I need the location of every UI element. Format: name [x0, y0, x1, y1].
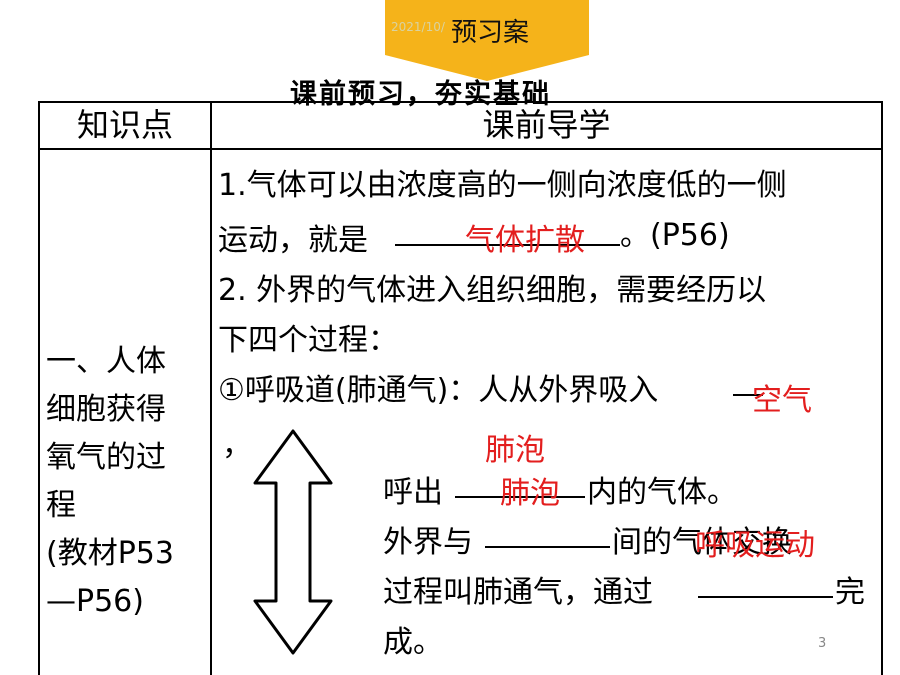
- blank-underline: [733, 394, 763, 396]
- section-subtitle: 课前预习，夯实基础: [290, 79, 551, 110]
- content-line-4: 下四个过程：: [218, 323, 398, 358]
- banner-title: 预习案: [450, 18, 529, 48]
- content-line-6b: 内的气体。: [587, 475, 737, 510]
- content-line-1: 1.气体可以由浓度高的一侧向浓度低的一侧: [218, 168, 787, 203]
- content-line-7a: 外界与: [383, 525, 473, 560]
- content-line-9: 成。: [383, 625, 443, 660]
- topic-line: (教材P53: [46, 536, 174, 571]
- table-header-divider: [38, 148, 883, 150]
- title-banner-tip: [385, 55, 589, 81]
- banner-date: 2021/10/: [391, 20, 445, 34]
- blank-underline: [395, 244, 620, 246]
- col-header-guide: 课前导学: [482, 106, 611, 144]
- comma: ，: [222, 428, 252, 463]
- table-column-divider: [210, 101, 212, 675]
- content-line-2b: 。(P56): [620, 218, 730, 253]
- topic-line: 程: [46, 488, 76, 523]
- answer-air: 空气: [752, 383, 812, 418]
- title-banner: [385, 0, 589, 55]
- content-line-7b: 间的气体交换: [612, 525, 792, 560]
- topic-line: 一、人体: [46, 344, 166, 379]
- page-number: 3: [818, 636, 827, 651]
- answer-alveoli: 肺泡: [500, 476, 560, 511]
- table-left-border: [38, 101, 40, 675]
- double-arrow-icon: [253, 429, 333, 655]
- topic-line: 氧气的过: [46, 440, 166, 475]
- table-top-border: [38, 101, 883, 103]
- content-line-8a: 过程叫肺通气，通过: [383, 575, 653, 610]
- content-line-3: 2. 外界的气体进入组织细胞，需要经历以: [218, 273, 767, 308]
- blank-underline: [455, 496, 585, 498]
- content-line-2a: 运动，就是: [218, 223, 368, 258]
- col-header-knowledge: 知识点: [76, 106, 173, 144]
- blank-underline: [698, 596, 833, 598]
- answer-breathing-movement: 呼吸运动: [695, 528, 815, 563]
- content-line-8b: 完: [835, 575, 865, 610]
- blank-underline: [485, 546, 610, 548]
- topic-cell: 一、人体 细胞获得 氧气的过 程 (教材P53 —P56): [46, 338, 204, 626]
- answer-gas-diffusion: 气体扩散: [465, 223, 585, 258]
- topic-line: —P56): [46, 584, 144, 619]
- topic-line: 细胞获得: [46, 392, 166, 427]
- content-line-5: ①呼吸道(肺通气)：人从外界吸入: [218, 373, 659, 408]
- answer-alveoli-floating: 肺泡: [485, 433, 545, 468]
- table-right-border: [881, 101, 883, 675]
- content-line-6a: 呼出: [383, 475, 443, 510]
